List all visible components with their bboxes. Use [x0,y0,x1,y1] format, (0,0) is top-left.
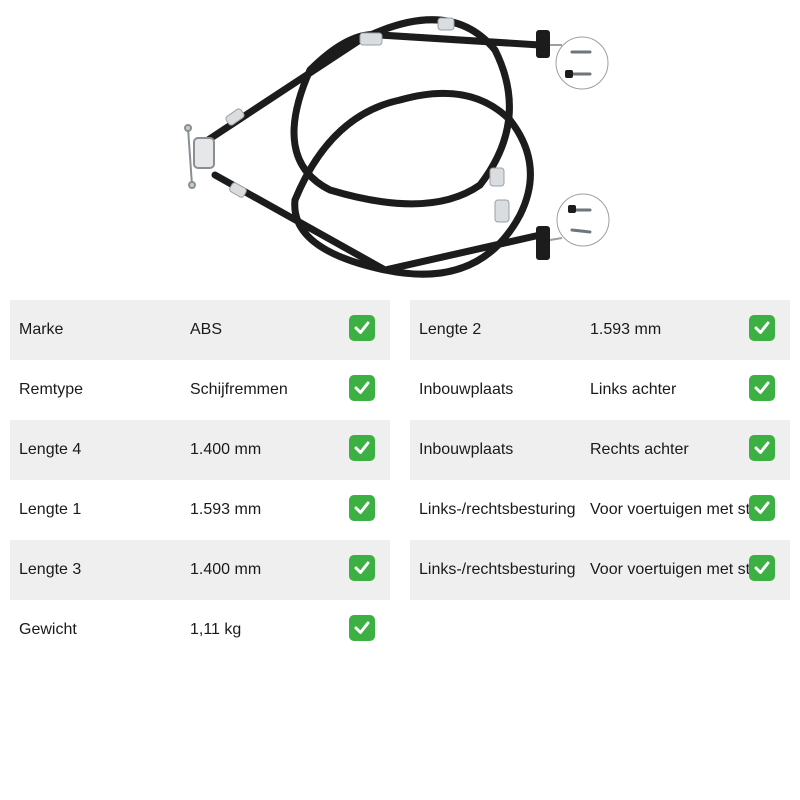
product-image [184,16,610,278]
spec-row: Inbouwplaats Rechts achter [410,420,790,480]
spec-row: Lengte 1 1.593 mm [10,480,390,540]
spec-value: ABS [190,321,223,338]
specs-table-left: Marke ABS Remtype Schijfremmen Lengte 4 … [10,300,390,660]
check-mark-icon [749,375,775,401]
check-mark-icon [349,435,375,461]
spec-label: Lengte 2 [419,321,482,338]
spec-label: Lengte 4 [19,441,82,458]
spec-value: Links achter [590,381,677,398]
spec-row: Inbouwplaats Links achter [410,360,790,420]
spec-value: 1.400 mm [190,441,262,458]
check-mark-icon [749,555,775,581]
spec-value: Voor voertuigen met stuur [590,501,774,518]
spec-value: Rechts achter [590,441,689,458]
specs-table-right: Lengte 2 1.593 mm Inbouwplaats Links ach… [410,300,790,600]
spec-row: Links-/rechtsbesturing Voor voertuigen m… [410,480,790,540]
check-mark-icon [349,615,375,641]
spec-row: Remtype Schijfremmen [10,360,390,420]
check-mark-icon [749,435,775,461]
spec-value: 1.593 mm [190,501,262,518]
check-mark-icon [349,315,375,341]
check-mark-icon [749,495,775,521]
check-mark-icon [349,375,375,401]
spec-value: Schijfremmen [190,381,288,398]
spec-label: Lengte 3 [19,561,82,578]
check-mark-icon [749,315,775,341]
spec-label: Links-/rechtsbesturing [419,501,576,518]
spec-value: Voor voertuigen met stuur [590,561,774,578]
spec-row: Lengte 2 1.593 mm [410,300,790,360]
spec-label: Remtype [19,381,84,398]
spec-row: Lengte 4 1.400 mm [10,420,390,480]
spec-label: Links-/rechtsbesturing [419,561,576,578]
spec-row: Links-/rechtsbesturing Voor voertuigen m… [410,540,790,600]
spec-label: Marke [19,321,64,338]
spec-value: 1.400 mm [190,561,262,578]
check-mark-icon [349,495,375,521]
spec-label: Inbouwplaats [419,441,514,458]
spec-row: Marke ABS [10,300,390,360]
spec-row: Gewicht 1,11 kg [10,600,390,660]
check-mark-icon [349,555,375,581]
spec-label: Gewicht [19,621,77,638]
spec-value: 1,11 kg [190,621,242,638]
spec-label: Inbouwplaats [419,381,514,398]
spec-label: Lengte 1 [19,501,82,518]
spec-row: Lengte 3 1.400 mm [10,540,390,600]
spec-value: 1.593 mm [590,321,662,338]
